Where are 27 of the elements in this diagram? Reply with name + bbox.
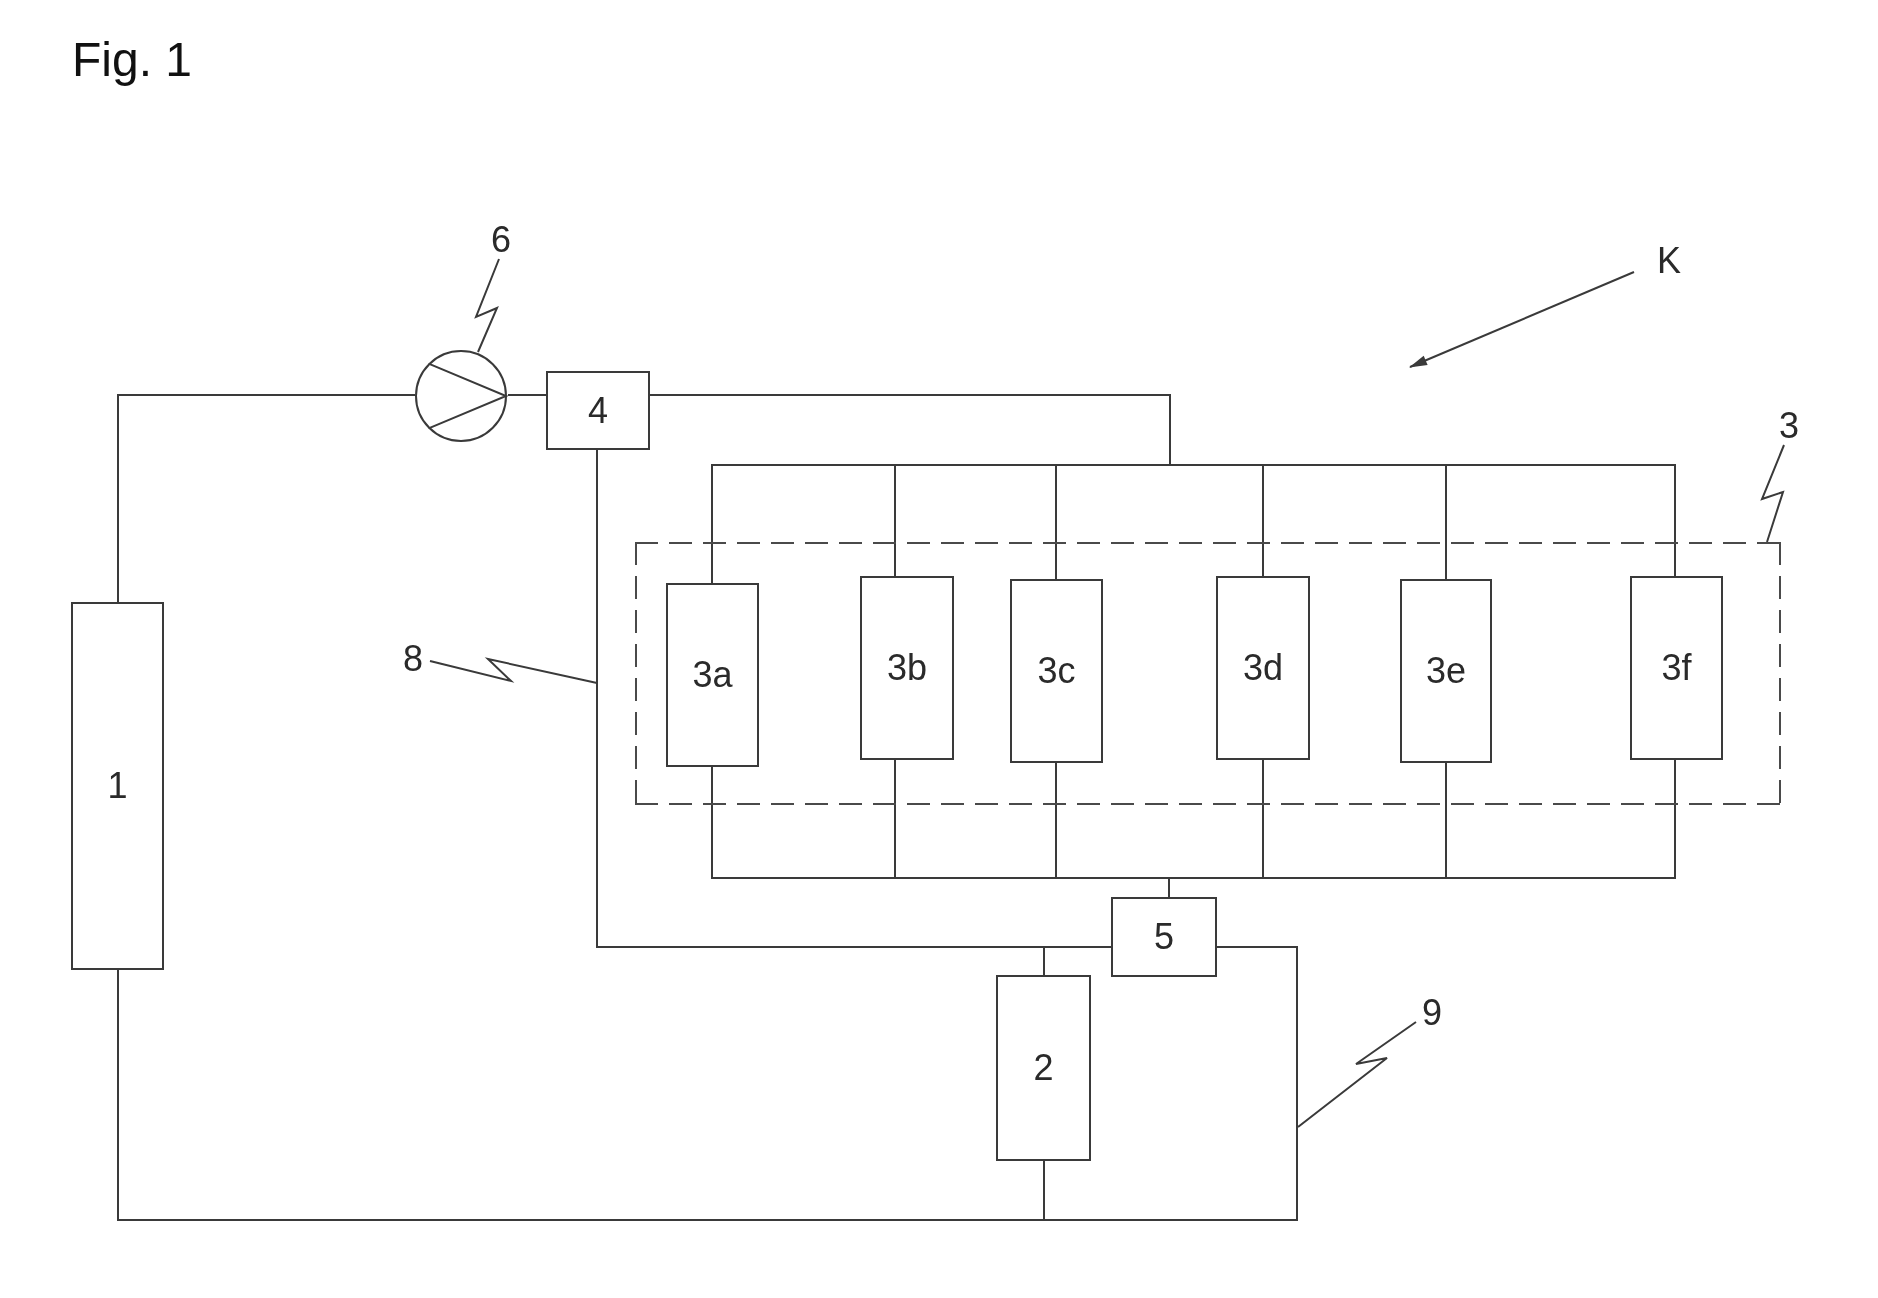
pump-symbol bbox=[414, 349, 508, 443]
pipe-line bbox=[1043, 946, 1112, 976]
component-box: 2 bbox=[996, 975, 1091, 1161]
module-box: 3f bbox=[1630, 576, 1723, 760]
arrow bbox=[1409, 271, 1635, 368]
pipe-line bbox=[117, 394, 416, 603]
callout-number: 8 bbox=[403, 641, 424, 677]
dashed-group-outline bbox=[635, 542, 1781, 805]
module-box: 3a bbox=[666, 583, 759, 767]
module-box: 3c bbox=[1010, 579, 1103, 763]
leader-line bbox=[1297, 1021, 1417, 1128]
leader-line bbox=[429, 657, 598, 684]
component-box: 5 bbox=[1111, 897, 1217, 977]
callout-number: 6 bbox=[491, 222, 512, 258]
pipe-line bbox=[507, 394, 547, 396]
component-box: 4 bbox=[546, 371, 650, 450]
leader-line bbox=[474, 258, 500, 353]
leader-line bbox=[1760, 444, 1785, 543]
pipe-line bbox=[117, 946, 1298, 1221]
component-box: 1 bbox=[71, 602, 164, 970]
module-box: 3e bbox=[1400, 579, 1492, 763]
callout-number: 9 bbox=[1422, 995, 1443, 1031]
module-box: 3b bbox=[860, 576, 954, 760]
callout-number: 3 bbox=[1779, 408, 1800, 444]
module-box: 3d bbox=[1216, 576, 1310, 760]
figure-title: Fig. 1 bbox=[72, 36, 193, 84]
callout-number: K bbox=[1657, 243, 1681, 279]
